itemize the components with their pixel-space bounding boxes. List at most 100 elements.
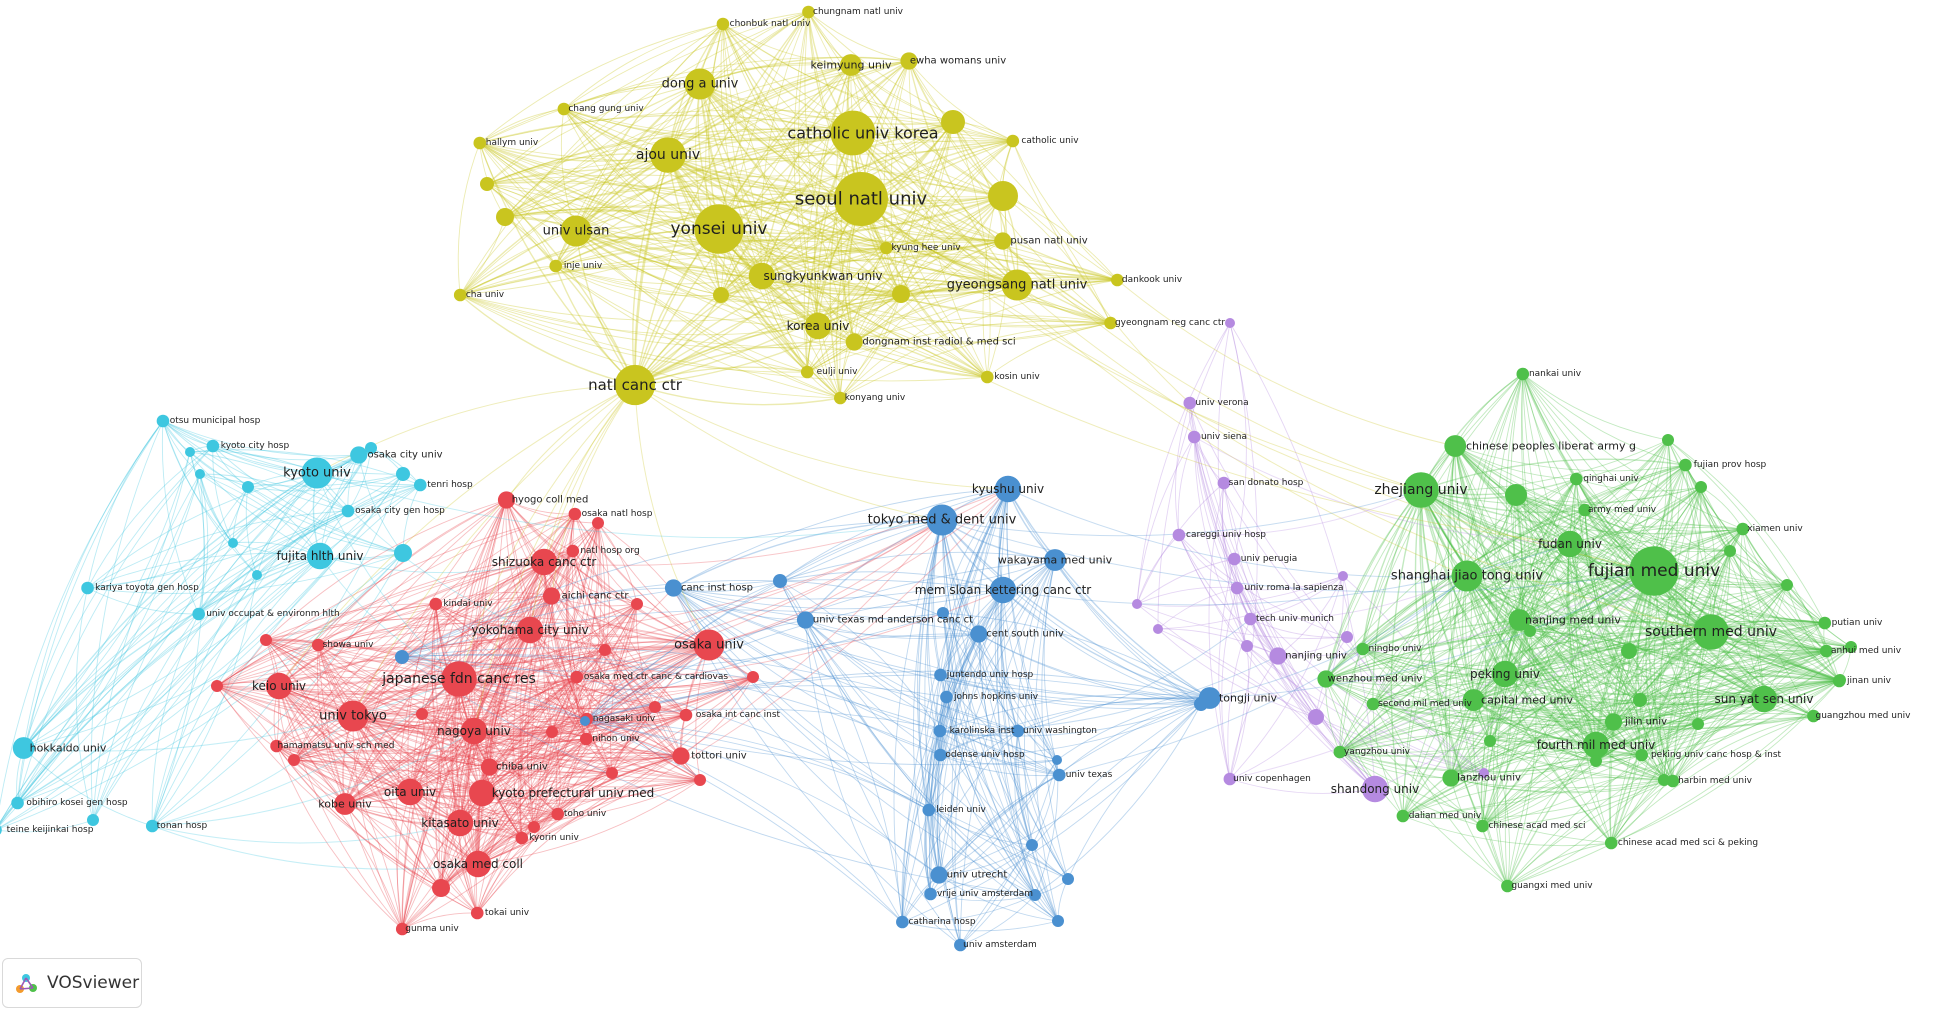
node[interactable] — [988, 181, 1018, 211]
label-tech-univ-munich[interactable]: tech univ munich — [1256, 614, 1334, 624]
label-fujita-hlth-univ[interactable]: fujita hlth univ — [276, 549, 363, 563]
node-catharina-hosp[interactable] — [896, 915, 909, 929]
node-guangxi-med-univ[interactable] — [1501, 879, 1514, 893]
label-cha-univ[interactable]: cha univ — [466, 290, 505, 300]
node-univ-verona[interactable] — [1183, 396, 1197, 410]
label-tottori-univ[interactable]: tottori univ — [691, 751, 747, 762]
node-juntendo-univ-hosp[interactable] — [934, 668, 947, 682]
node[interactable] — [1524, 625, 1536, 637]
node-obihiro-kosei-gen-hosp[interactable] — [11, 796, 24, 810]
node[interactable] — [1052, 755, 1062, 765]
label-nihon-univ[interactable]: nihon univ — [592, 734, 640, 744]
node-ewha-womans-univ[interactable] — [900, 52, 918, 70]
node-univ-texas-md-anderson-canc-ct[interactable] — [796, 611, 815, 629]
label-aichi-canc-ctr[interactable]: aichi canc ctr — [562, 591, 630, 602]
node-army-med-univ[interactable] — [1578, 503, 1592, 517]
node-oita-univ[interactable] — [396, 778, 424, 806]
node-univ-washington[interactable] — [1011, 724, 1025, 738]
node[interactable] — [1341, 631, 1353, 643]
node-tokai-univ[interactable] — [470, 906, 484, 920]
label-yonsei-univ[interactable]: yonsei univ — [670, 219, 767, 239]
label-hyogo-coll-med[interactable]: hyogo coll med — [512, 495, 589, 506]
label-fujian-prov-hosp[interactable]: fujian prov hosp — [1694, 460, 1767, 470]
label-fujian-med-univ[interactable]: fujian med univ — [1588, 561, 1720, 581]
node-catholic-univ-korea[interactable] — [830, 110, 876, 156]
node-second-mil-med-univ[interactable] — [1366, 697, 1380, 711]
node[interactable] — [1062, 873, 1074, 885]
node[interactable] — [1194, 697, 1208, 711]
label-chonbuk-natl-univ[interactable]: chonbuk natl univ — [730, 19, 811, 29]
node-dongnam-inst-radiol-med-sci[interactable] — [845, 333, 863, 351]
label-peking-univ[interactable]: peking univ — [1470, 667, 1540, 681]
node-kyorin-univ[interactable] — [515, 831, 529, 845]
label-tokai-univ[interactable]: tokai univ — [485, 908, 530, 918]
vosviewer-badge[interactable]: VOSviewer — [2, 958, 142, 1008]
node-kariya-toyota-gen-hosp[interactable] — [81, 581, 94, 595]
label-univ-verona[interactable]: univ verona — [1195, 398, 1248, 408]
label-jilin-univ[interactable]: jilin univ — [1624, 717, 1667, 728]
node-karolinska-inst[interactable] — [933, 724, 947, 738]
label-sungkyunkwan-univ[interactable]: sungkyunkwan univ — [763, 269, 882, 283]
label-xiamen-univ[interactable]: xiamen univ — [1747, 524, 1803, 534]
label-univ-copenhagen[interactable]: univ copenhagen — [1233, 774, 1311, 784]
label-japanese-fdn-canc-res[interactable]: japanese fdn canc res — [381, 671, 536, 687]
label-univ-utrecht[interactable]: univ utrecht — [947, 870, 1008, 881]
node-johns-hopkins-univ[interactable] — [940, 690, 953, 704]
node-univ-perugia[interactable] — [1228, 552, 1241, 566]
node-tottori-univ[interactable] — [672, 747, 690, 765]
node-seoul-natl-univ[interactable] — [834, 172, 888, 226]
node-canc-inst-hosp[interactable] — [664, 579, 683, 597]
node-chiba-univ[interactable] — [480, 758, 499, 776]
node-yonsei-univ[interactable] — [694, 204, 744, 254]
label-ajou-univ[interactable]: ajou univ — [636, 147, 700, 163]
node-konyang-univ[interactable] — [834, 391, 847, 405]
node[interactable] — [252, 570, 262, 580]
node-inje-univ[interactable] — [549, 259, 563, 273]
label-pusan-natl-univ[interactable]: pusan natl univ — [1010, 236, 1087, 247]
node-mem-sloan-kettering-canc-ctr[interactable] — [989, 576, 1017, 604]
label-univ-washington[interactable]: univ washington — [1023, 726, 1097, 736]
node-natl-hosp-org[interactable] — [566, 544, 580, 558]
node[interactable] — [528, 821, 540, 833]
label-fourth-mil-med-univ[interactable]: fourth mil med univ — [1537, 738, 1656, 752]
label-shandong-univ[interactable]: shandong univ — [1331, 782, 1419, 796]
node-hyogo-coll-med[interactable] — [497, 491, 516, 509]
label-nanjing-univ[interactable]: nanjing univ — [1285, 651, 1347, 662]
node[interactable] — [1781, 579, 1793, 591]
node-hamamatsu-univ-sch-med[interactable] — [270, 739, 283, 753]
label-univ-occupat-environm-hlth[interactable]: univ occupat & environm hlth — [206, 609, 340, 619]
node-kyoto-prefectural-univ-med[interactable] — [469, 779, 496, 807]
node-tech-univ-munich[interactable] — [1244, 612, 1257, 626]
node-kitasato-univ[interactable] — [446, 809, 474, 837]
label-osaka-univ[interactable]: osaka univ — [674, 638, 744, 653]
node-leiden-univ[interactable] — [922, 803, 936, 817]
label-dong-a-univ[interactable]: dong a univ — [662, 77, 739, 92]
node[interactable] — [631, 598, 643, 610]
node-univ-siena[interactable] — [1187, 430, 1201, 444]
node[interactable] — [260, 634, 272, 646]
label-kosin-univ[interactable]: kosin univ — [994, 372, 1040, 382]
label-shanghai-jiao-tong-univ[interactable]: shanghai jiao tong univ — [1391, 569, 1543, 584]
label-san-donato-hosp[interactable]: san donato hosp — [1229, 478, 1304, 488]
node-southern-med-univ[interactable] — [1693, 614, 1729, 650]
label-sun-yat-sen-univ[interactable]: sun yat sen univ — [1715, 692, 1814, 706]
node-nanjing-univ[interactable] — [1269, 647, 1287, 665]
label-univ-amsterdam[interactable]: univ amsterdam — [963, 940, 1037, 950]
label-univ-ulsan[interactable]: univ ulsan — [543, 224, 610, 239]
node-fujian-med-univ[interactable] — [1629, 546, 1679, 596]
label-kyushu-univ[interactable]: kyushu univ — [972, 482, 1044, 496]
label-army-med-univ[interactable]: army med univ — [1588, 505, 1657, 515]
node-kyung-hee-univ[interactable] — [880, 241, 893, 255]
node[interactable] — [1621, 643, 1637, 659]
label-tenri-hosp[interactable]: tenri hosp — [427, 480, 473, 490]
label-catholic-univ-korea[interactable]: catholic univ korea — [787, 124, 938, 143]
node-kyoto-univ[interactable] — [301, 457, 333, 489]
label-fudan-univ[interactable]: fudan univ — [1538, 537, 1602, 551]
label-lanzhou-univ[interactable]: lanzhou univ — [1457, 773, 1521, 784]
node[interactable] — [592, 517, 604, 529]
label-guangxi-med-univ[interactable]: guangxi med univ — [1511, 881, 1593, 891]
node-shizuoka-canc-ctr[interactable] — [530, 548, 558, 576]
node-careggi-univ-hosp[interactable] — [1172, 528, 1186, 542]
node-aichi-canc-ctr[interactable] — [542, 587, 561, 605]
node-korea-univ[interactable] — [804, 312, 832, 340]
